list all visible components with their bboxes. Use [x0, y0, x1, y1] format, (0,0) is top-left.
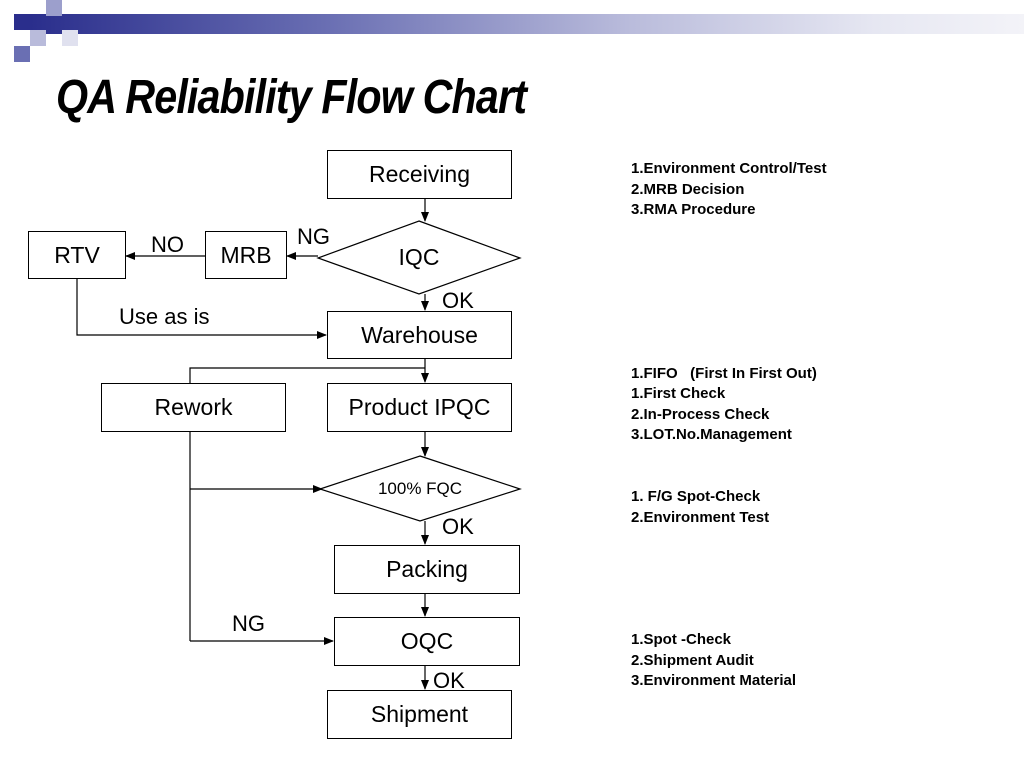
- node-warehouse: Warehouse: [327, 311, 512, 359]
- label-iqc-ng: NG: [297, 224, 330, 249]
- notes-ipqc: 1.First Check 2.In-Process Check 3.LOT.N…: [631, 384, 792, 446]
- label-oqc-ng: NG: [232, 611, 265, 636]
- note-line: 2.Environment Test: [631, 508, 770, 526]
- node-mrb: MRB: [205, 231, 287, 279]
- notes-receiving: 1.Environment Control/Test 2.MRB Decisio…: [631, 159, 827, 221]
- notes-fqc: 1. F/G Spot-Check 2.Environment Test: [631, 487, 769, 528]
- label-fqc-ok: OK: [442, 514, 474, 539]
- note-line: 1. F/G Spot-Check: [631, 488, 761, 505]
- notes-oqc: 1.Spot -Check 2.Shipment Audit 3.Environ…: [631, 630, 796, 692]
- note-line: 2.In-Process Check: [631, 405, 770, 423]
- note-line: 1.Environment Control/Test: [631, 160, 827, 177]
- label-iqc-ok: OK: [442, 288, 474, 313]
- node-packing: Packing: [334, 545, 520, 594]
- note-line: 1.First Check: [631, 385, 726, 402]
- node-product-ipqc: Product IPQC: [327, 383, 512, 432]
- edge-rtv-warehouse: [76, 279, 327, 339]
- note-line: 3.Environment Material: [631, 672, 797, 689]
- note-line: 3.RMA Procedure: [631, 201, 756, 218]
- iqc-diamond: [316, 220, 522, 295]
- node-shipment: Shipment: [327, 690, 512, 739]
- note-line: 3.LOT.No.Management: [631, 426, 792, 443]
- note-line: 1.FIFO (First In First Out): [631, 365, 817, 382]
- note-line: 2.Shipment Audit: [631, 651, 754, 669]
- header-gradient-bar: [30, 14, 1024, 34]
- note-line: 2.MRB Decision: [631, 180, 745, 198]
- label-mrb-no: NO: [151, 232, 184, 257]
- label-use-as-is: Use as is: [119, 304, 210, 329]
- page-title: QA Reliability Flow Chart: [56, 71, 527, 124]
- deco-square: [30, 30, 46, 46]
- note-line: 1.Spot -Check: [631, 631, 732, 648]
- node-rework: Rework: [101, 383, 286, 432]
- node-oqc: OQC: [334, 617, 520, 666]
- deco-square: [14, 14, 30, 30]
- fqc-diamond: [318, 455, 522, 522]
- node-fqc: 100% FQC: [377, 478, 463, 498]
- label-oqc-ok: OK: [433, 668, 465, 693]
- deco-square: [62, 30, 78, 46]
- node-receiving: Receiving: [327, 150, 512, 199]
- node-iqc: IQC: [398, 244, 440, 270]
- edge-rework-ipqc: [189, 367, 425, 383]
- node-rtv: RTV: [28, 231, 126, 279]
- deco-square: [14, 46, 30, 62]
- deco-square: [46, 0, 62, 16]
- notes-warehouse: 1.FIFO (First In First Out): [631, 323, 817, 405]
